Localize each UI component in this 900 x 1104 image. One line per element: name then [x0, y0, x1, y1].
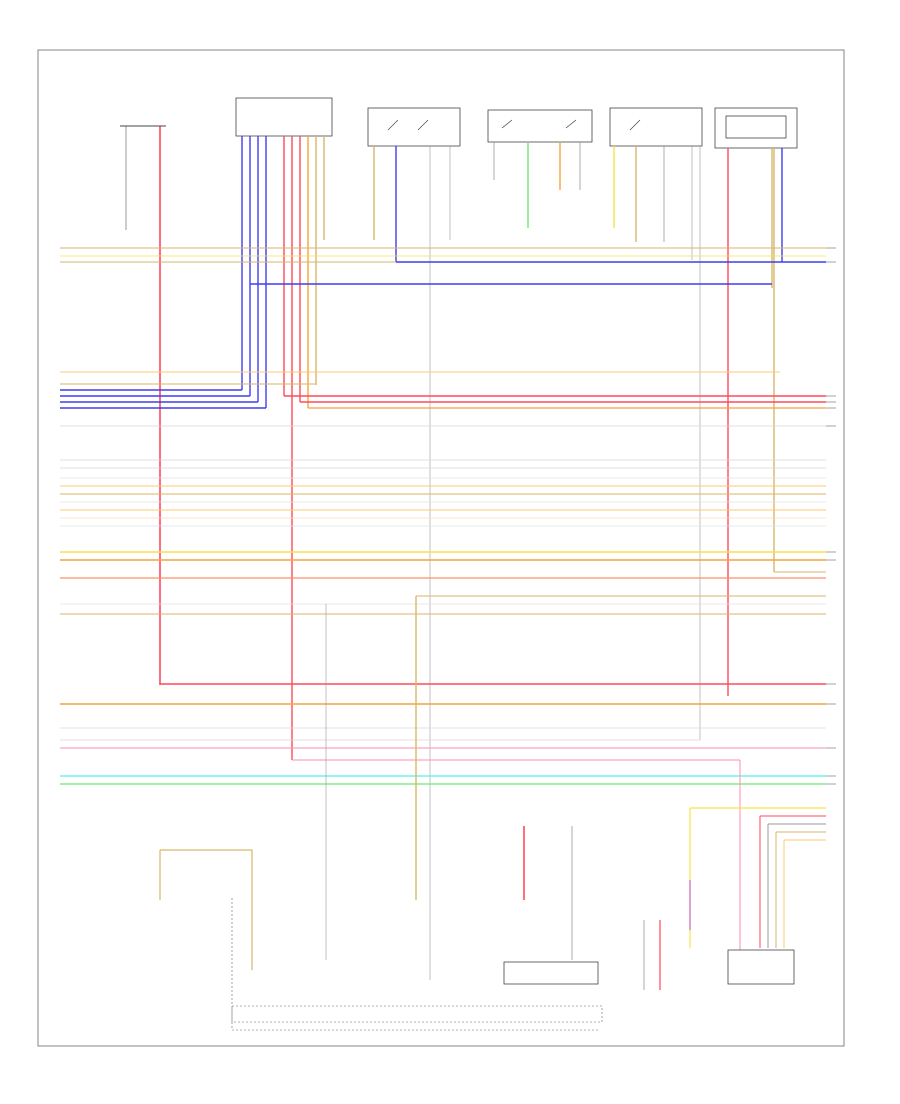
- position-switch: [487, 109, 593, 143]
- horizontal-wires: [60, 247, 826, 785]
- mirror-control-left: [367, 107, 461, 147]
- right-module: [714, 107, 798, 149]
- vertical-wires-top: [241, 136, 783, 980]
- diagram-frame: [37, 49, 845, 1047]
- mirror-control-right: [609, 107, 703, 147]
- left-switch-component: [235, 97, 333, 137]
- bottom-center-component: [503, 961, 599, 985]
- bottom-right-component: [727, 949, 795, 985]
- bus-box: [231, 1005, 603, 1023]
- right-wire-ends: [826, 247, 836, 785]
- top-left-component: [120, 125, 166, 685]
- lower-vertical-wires: [159, 596, 826, 990]
